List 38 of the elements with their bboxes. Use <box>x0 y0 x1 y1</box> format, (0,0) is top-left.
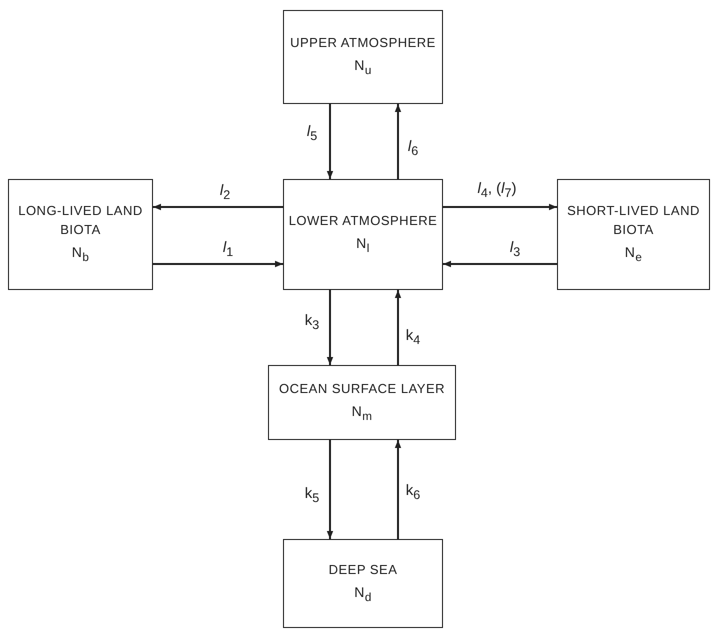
compartment-name: UPPER ATMOSPHERE <box>290 34 436 52</box>
edge-label: l$_{5}$ <box>306 123 318 143</box>
compartment-symbol: N$_{e}$ <box>624 242 642 266</box>
arrow <box>326 290 334 365</box>
compartment-name: SHORT-LIVED LAND BIOTA <box>566 202 701 240</box>
edge-label: k$_{5}$ <box>304 485 320 505</box>
compartment-symbol: N$_{l}$ <box>356 234 370 256</box>
compartment-name: DEEP SEA <box>328 560 398 579</box>
arrow <box>326 104 334 179</box>
arrow <box>394 104 402 179</box>
arrow <box>394 440 402 539</box>
compartment-name: OCEAN SURFACE LAYER <box>278 380 446 398</box>
arrow <box>153 204 283 210</box>
edge-label: k$_{3}$ <box>304 312 320 332</box>
compartment-symbol: N$_{b}$ <box>72 242 90 266</box>
compartment-name: LONG-LIVED LAND BIOTA <box>17 202 144 240</box>
edge-label: k$_{6}$ <box>406 482 420 502</box>
edge-label: l$_{2}$ <box>220 182 230 202</box>
compartment-symbol: N$_{d}$ <box>354 582 372 606</box>
compartment-box <box>283 179 443 290</box>
arrow <box>326 440 334 539</box>
edge-label: l$_{4}$, (l$_{7}$) <box>478 180 516 200</box>
edge-label: l$_{3}$ <box>510 239 520 259</box>
edge-label: l$_{1}$ <box>222 239 234 259</box>
compartment-box <box>557 179 710 290</box>
edge-label: k$_{4}$ <box>406 327 420 347</box>
compartment-box <box>8 179 153 290</box>
compartment-box <box>283 10 443 104</box>
edge-label: l$_{6}$ <box>408 138 418 158</box>
arrow <box>153 260 283 268</box>
arrow <box>443 204 557 210</box>
arrow <box>394 290 402 365</box>
arrow <box>443 260 557 268</box>
compartment-name: LOWER ATMOSPHERE <box>288 212 438 230</box>
compartment-symbol: N$_{u}$ <box>354 56 372 79</box>
compartment-symbol: N$_{m}$ <box>352 402 372 424</box>
compartment-box <box>283 539 443 628</box>
compartment-box <box>268 365 456 440</box>
